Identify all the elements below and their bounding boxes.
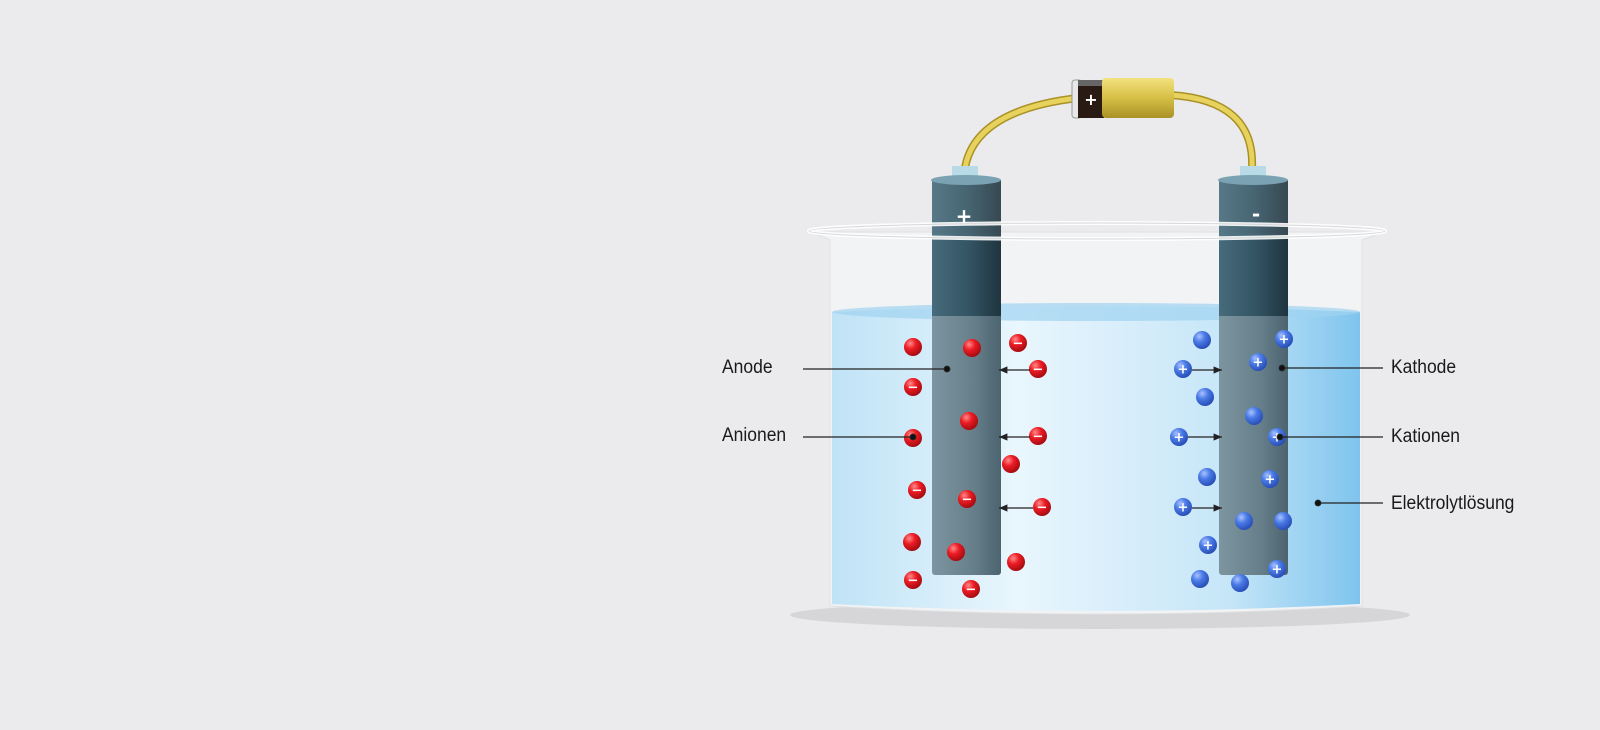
cation xyxy=(1196,388,1214,406)
anion xyxy=(963,339,981,357)
anion-charge-sign: − xyxy=(966,583,977,598)
anode-label: Anode xyxy=(722,357,773,378)
cathode-electrode: - xyxy=(1218,166,1288,575)
cation xyxy=(1249,353,1267,371)
anion xyxy=(1009,334,1027,352)
cation-charge-sign: + xyxy=(1174,431,1185,446)
cation xyxy=(1170,428,1188,446)
anion xyxy=(962,580,980,598)
electrolyte-label: Elektrolytlösung xyxy=(1391,493,1515,514)
anion xyxy=(904,571,922,589)
cation xyxy=(1235,512,1253,530)
ions-group: −−−−−−−−−+++++++++ xyxy=(903,330,1293,598)
anions-label: Anionen xyxy=(722,425,787,446)
cation xyxy=(1261,470,1279,488)
anion-charge-sign: − xyxy=(1033,430,1044,445)
cation xyxy=(1231,574,1249,592)
anion xyxy=(1002,455,1020,473)
anion-charge-sign: − xyxy=(1037,501,1048,516)
anion xyxy=(903,533,921,551)
anion-charge-sign: − xyxy=(908,574,919,589)
cation-charge-sign: + xyxy=(1178,363,1189,378)
cation-charge-sign: + xyxy=(1253,356,1264,371)
anion-charge-sign: − xyxy=(1033,363,1044,378)
cathode-label: Kathode xyxy=(1391,357,1457,378)
cation-charge-sign: + xyxy=(1279,333,1290,348)
anion xyxy=(958,490,976,508)
cation xyxy=(1275,330,1293,348)
anode-electrode: + xyxy=(931,166,1001,575)
cation xyxy=(1268,560,1286,578)
cation-charge-sign: + xyxy=(1272,563,1283,578)
anion-charge-sign: − xyxy=(962,493,973,508)
anion xyxy=(1029,427,1047,445)
anion xyxy=(904,378,922,396)
leader-lines xyxy=(803,364,1383,507)
cation xyxy=(1191,570,1209,588)
cation-charge-sign: + xyxy=(1203,539,1214,554)
cations-label: Kationen xyxy=(1391,426,1461,447)
anion-charge-sign: − xyxy=(1013,337,1024,352)
battery: + xyxy=(1071,78,1174,119)
cation xyxy=(1199,536,1217,554)
anion xyxy=(908,481,926,499)
cation xyxy=(1193,331,1211,349)
anion-charge-sign: − xyxy=(908,381,919,396)
wire-right xyxy=(1169,91,1257,169)
anion xyxy=(960,412,978,430)
anion xyxy=(904,338,922,356)
anion xyxy=(1029,360,1047,378)
cation xyxy=(1174,360,1192,378)
cation xyxy=(1245,407,1263,425)
cation-charge-sign: + xyxy=(1265,473,1276,488)
anion xyxy=(1007,553,1025,571)
cation xyxy=(1198,468,1216,486)
anion xyxy=(947,543,965,561)
anion-charge-sign: − xyxy=(912,484,923,499)
migration-arrows xyxy=(999,366,1222,512)
anion xyxy=(1033,498,1051,516)
cathode-sign: - xyxy=(1252,202,1260,226)
battery-plus-sign: + xyxy=(1084,90,1097,109)
cation xyxy=(1174,498,1192,516)
cation-charge-sign: + xyxy=(1178,501,1189,516)
cation xyxy=(1274,512,1292,530)
